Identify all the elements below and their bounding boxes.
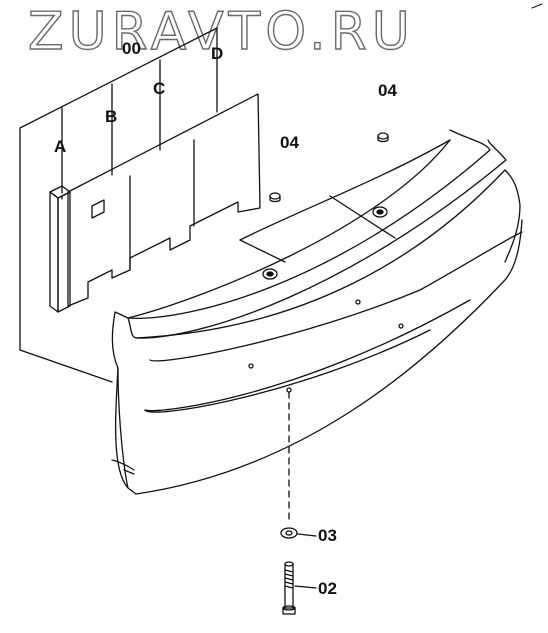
cap-04-mid	[269, 192, 281, 203]
partition-plate	[67, 93, 261, 307]
label-02: 02	[318, 579, 337, 598]
side-holes	[248, 299, 404, 393]
corner-post	[49, 185, 71, 313]
top-hole-left	[262, 268, 278, 280]
panel-sheet	[19, 27, 218, 383]
label-c: C	[153, 79, 166, 98]
top-hole-right	[372, 206, 388, 218]
label-d: D	[211, 44, 224, 63]
label-00: 00	[122, 39, 141, 58]
bolt-02	[282, 561, 296, 615]
label-04-top: 04	[378, 81, 397, 100]
label-b: B	[105, 107, 118, 126]
counterweight-body	[111, 129, 523, 495]
watermark-text: ZURAVTO.RU	[27, 2, 415, 62]
label-04-mid: 04	[280, 133, 299, 152]
label-03: 03	[318, 526, 337, 545]
top-surface	[127, 139, 451, 319]
leader-lines	[294, 533, 317, 589]
washer-03	[280, 527, 298, 539]
label-a: A	[54, 137, 67, 156]
corner-mark	[531, 3, 543, 9]
cap-04-top	[377, 132, 389, 143]
